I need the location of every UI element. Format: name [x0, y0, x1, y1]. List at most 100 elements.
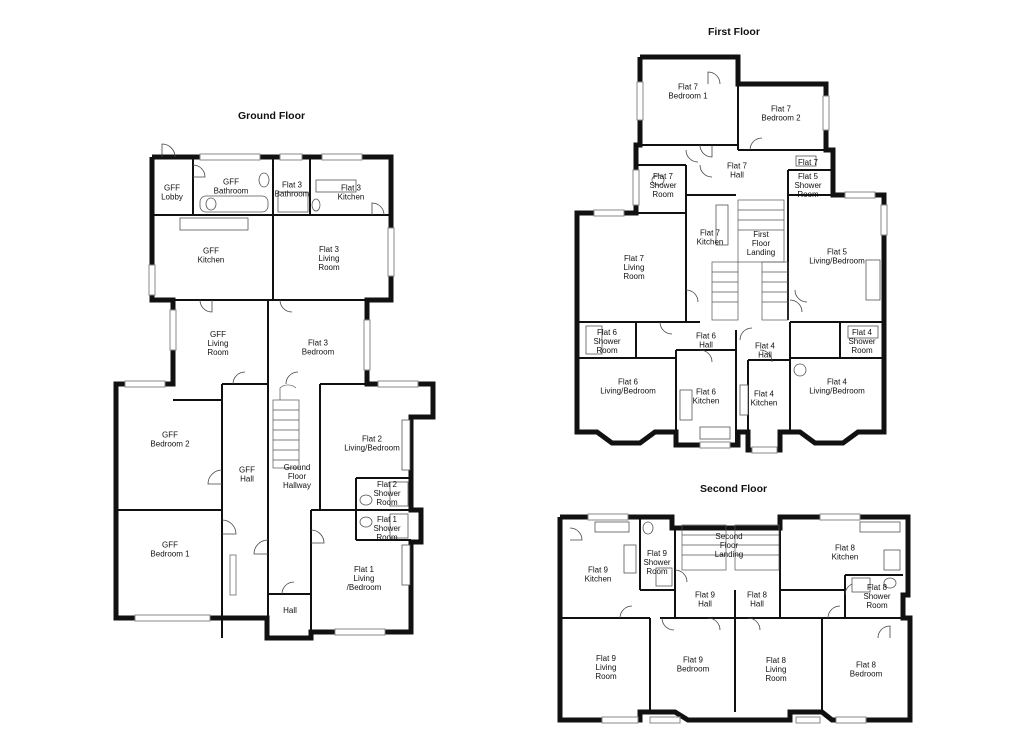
second-floor-title: Second Floor: [700, 483, 768, 495]
second-windows: [587, 513, 867, 724]
room-label-line: Flat 8: [856, 660, 877, 669]
room-label-line: Room: [652, 190, 674, 199]
room-label-line: Living: [624, 263, 645, 272]
room-label-line: Room: [318, 263, 340, 272]
room-label-line: Living/Bedroom: [600, 387, 656, 396]
room-label-line: Flat 2: [362, 434, 383, 443]
room-label-line: Room: [623, 272, 645, 281]
room-label-line: Flat 5: [798, 172, 819, 181]
room-label-line: Flat 1: [377, 515, 398, 524]
ground-interior-walls: [116, 157, 411, 638]
second-interior-walls: [560, 517, 910, 712]
room-label-line: Kitchen: [338, 193, 365, 202]
room-label-line: Kitchen: [693, 397, 720, 406]
room-label-line: Flat 7: [678, 82, 699, 91]
ground-fixtures: [179, 172, 411, 586]
room-label-line: Living/Bedroom: [809, 387, 865, 396]
room-label-line: Kitchen: [585, 575, 612, 584]
room-label-line: Second: [715, 532, 742, 541]
room-label-line: Shower: [373, 489, 400, 498]
room-label-line: Flat 7: [727, 161, 748, 170]
second-floor-plan: [557, 513, 913, 724]
first-floor-title: First Floor: [708, 26, 760, 38]
ground-floor-title: Ground Floor: [238, 110, 306, 122]
room-label-line: Flat 5: [827, 247, 848, 256]
room-label-line: Flat 6: [696, 387, 717, 396]
room-label-line: Flat 4: [852, 328, 873, 337]
room-label-hall: Hall: [283, 606, 297, 615]
room-label-line: Living/Bedroom: [809, 257, 865, 266]
ground-windows: [124, 153, 419, 636]
room-label-line: Living: [208, 339, 229, 348]
room-label-line: Bathroom: [275, 190, 310, 199]
room-label-line: Flat 6: [618, 377, 639, 386]
ground-floor-plan: [113, 143, 436, 641]
second-outer-wall: [557, 514, 913, 723]
first-doors: [659, 71, 808, 363]
second-doors: [569, 527, 891, 639]
first-fixtures: [585, 155, 881, 440]
ground-stairs: [272, 384, 300, 469]
room-label-line: Flat 8: [835, 543, 856, 552]
room-label-line: Bedroom 1: [668, 92, 708, 101]
room-label-line: Kitchen: [751, 399, 778, 408]
room-label-line: GFF: [203, 246, 219, 255]
room-label-line: Hall: [730, 171, 744, 180]
room-label-line: Flat 6: [597, 328, 618, 337]
room-label-line: Kitchen: [697, 238, 724, 247]
first-interior-walls: [577, 84, 884, 445]
room-label-line: Room: [595, 672, 617, 681]
room-label-line: Room: [376, 498, 398, 507]
second-stairs: [681, 524, 780, 571]
room-label-line: Flat 1: [354, 565, 375, 574]
room-label-line: Landing: [747, 248, 775, 257]
room-label-line: Hall: [698, 600, 712, 609]
room-label-line: Flat 4: [755, 341, 776, 350]
ground-outer-wall: [113, 154, 436, 641]
room-label-line: Bedroom 2: [761, 114, 801, 123]
room-label-line: Hall: [699, 341, 713, 350]
room-label-line: GFF: [239, 465, 255, 474]
room-label-line: GFF: [162, 430, 178, 439]
room-label-line: Flat 2: [377, 480, 398, 489]
room-label-line: Flat 4: [754, 389, 775, 398]
ground-doors: [161, 143, 385, 595]
room-label-line: GFF: [162, 540, 178, 549]
room-label-line: Shower: [373, 524, 400, 533]
room-label-line: Ground: [284, 463, 311, 472]
room-label-line: Flat 7: [624, 254, 645, 263]
room-label-line: GFF: [223, 177, 239, 186]
room-label-flat7-small: Flat 7: [798, 158, 819, 167]
room-label-line: Bedroom 2: [150, 440, 190, 449]
room-label-line: Hall: [750, 600, 764, 609]
room-label-line: Room: [207, 348, 229, 357]
room-label-line: Flat 3: [282, 180, 303, 189]
room-label-line: Kitchen: [832, 553, 859, 562]
